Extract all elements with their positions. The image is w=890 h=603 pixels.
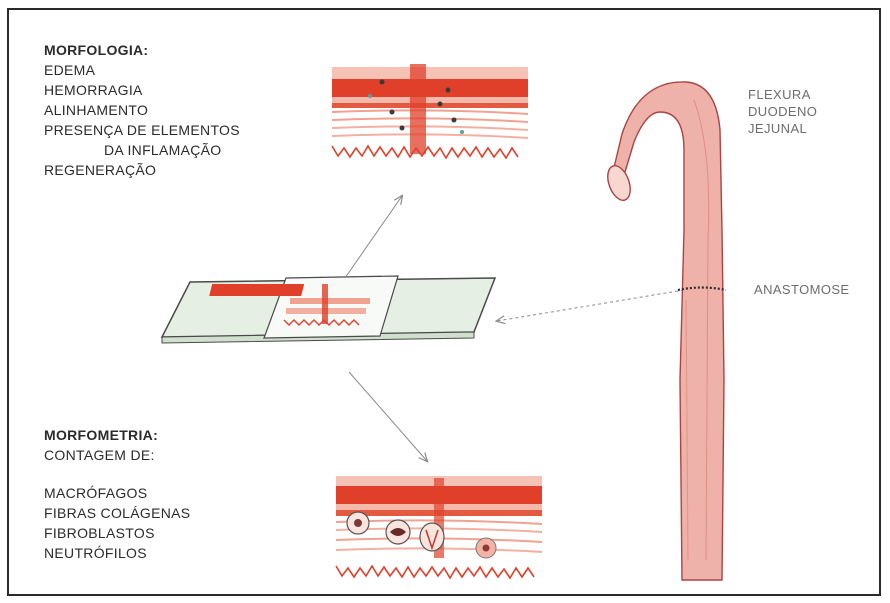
morfometria-item: FIBROBLASTOS [44, 523, 190, 543]
morfologia-item: EDEMA [44, 60, 240, 80]
flexura-label-line: JEJUNAL [748, 120, 817, 137]
intestine-drawing [603, 82, 726, 580]
anastomose-label: ANASTOMOSE [754, 281, 850, 298]
morfologia-item: ALINHAMENTO [44, 100, 240, 120]
morfologia-item: REGENERAÇÃO [44, 160, 240, 180]
morfometria-item: MACRÓFAGOS [44, 483, 190, 503]
morfologia-item: HEMORRAGIA [44, 80, 240, 100]
morfometria-heading: MORFOMETRIA: [44, 425, 190, 445]
arrow-to-morfometria [349, 372, 427, 461]
morfometria-block: MORFOMETRIA: CONTAGEM DE: MACRÓFAGOS FIB… [44, 425, 190, 563]
morfometria-subheading: CONTAGEM DE: [44, 445, 190, 465]
morfologia-item: PRESENÇA DE ELEMENTOS [44, 120, 240, 140]
flexura-label: FLEXURA DUODENO JEJUNAL [748, 86, 817, 137]
morfologia-heading: MORFOLOGIA: [44, 40, 240, 60]
morfologia-item: DA INFLAMAÇÃO [44, 140, 240, 160]
flexura-label-line: DUODENO [748, 103, 817, 120]
morfometria-item: FIBRAS COLÁGENAS [44, 503, 190, 523]
morfometria-item: NEUTRÓFILOS [44, 543, 190, 563]
arrow-from-anastomose [497, 290, 684, 321]
tissue-section-top [332, 64, 528, 158]
flexura-label-line: FLEXURA [748, 86, 817, 103]
arrow-to-morfologia [345, 196, 402, 278]
microscope-slide [162, 276, 495, 343]
tissue-section-bottom [336, 476, 542, 578]
morfologia-block: MORFOLOGIA: EDEMA HEMORRAGIA ALINHAMENTO… [44, 40, 240, 180]
